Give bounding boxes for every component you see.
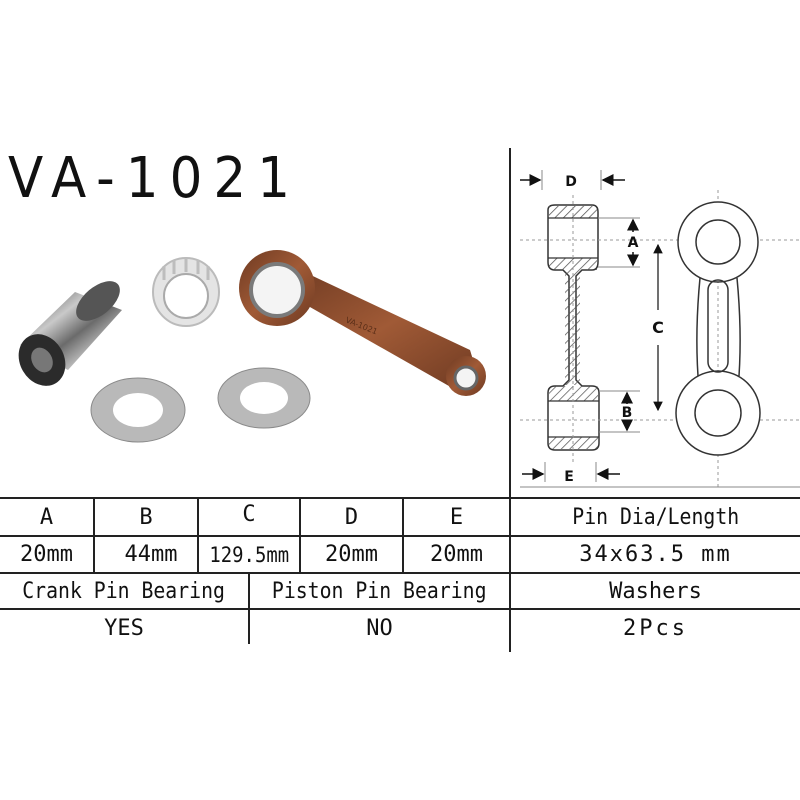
table-rule: [248, 574, 250, 644]
table-rule: [0, 497, 800, 499]
value-washers: 2Pcs: [623, 615, 688, 641]
label-a: A: [628, 235, 639, 251]
table-rule: [197, 497, 199, 574]
dimension-diagram: D A C B E: [520, 170, 800, 490]
label-e: E: [564, 469, 574, 485]
product-photo: VA-1021: [18, 250, 486, 443]
table-rule: [402, 497, 404, 574]
table-rule: [0, 608, 800, 610]
label-b: B: [622, 405, 633, 421]
header-pin-dia-length: Pin Dia/Length: [572, 504, 739, 530]
washer-icon: [217, 367, 311, 429]
section-divider: [509, 148, 511, 652]
header-a: A: [39, 504, 54, 530]
bearing-icon: [152, 257, 220, 327]
part-number-title: VA-1021: [8, 146, 302, 211]
label-c: C: [652, 318, 664, 337]
value-d: 20mm: [325, 542, 378, 567]
header-washers: Washers: [609, 578, 702, 604]
header-b: B: [139, 504, 153, 530]
value-c: 129.5mm: [209, 542, 289, 567]
washer-icon: [90, 377, 186, 443]
table-rule: [299, 497, 301, 574]
value-a: 20mm: [20, 542, 73, 567]
table-rule: [93, 497, 95, 574]
table-rule: [0, 572, 800, 574]
header-c: C: [242, 501, 256, 527]
header-crank-pin-bearing: Crank Pin Bearing: [22, 578, 226, 604]
table-rule: [0, 535, 800, 537]
connecting-rod-icon: VA-1021: [239, 250, 486, 396]
value-b: 44mm: [124, 542, 178, 567]
value-e: 20mm: [430, 542, 483, 567]
header-d: D: [344, 504, 359, 530]
value-piston-pin-bearing: NO: [366, 615, 393, 641]
value-crank-pin-bearing: YES: [104, 615, 144, 641]
crank-pin-icon: [18, 281, 122, 386]
header-piston-pin-bearing: Piston Pin Bearing: [272, 578, 487, 604]
label-d: D: [565, 174, 577, 190]
header-e: E: [449, 504, 464, 530]
value-pin-dia-length: 34x63.5 mm: [579, 542, 732, 567]
